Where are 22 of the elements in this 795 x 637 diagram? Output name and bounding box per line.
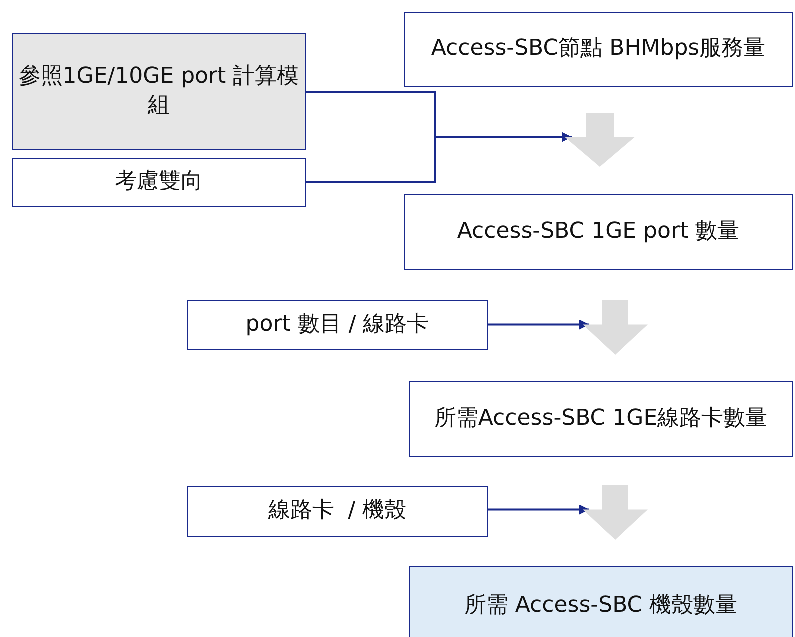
process-box <box>187 486 488 537</box>
process-box <box>404 12 793 87</box>
process-box <box>12 33 306 150</box>
box-text: 考慮雙向 <box>115 168 203 196</box>
box-text: port 數目 / 線路卡 <box>246 310 430 339</box>
connector-arrow <box>488 504 590 515</box>
down-arrow-shape <box>583 485 648 540</box>
box-text: 參照1GE/10GE port 計算模組 <box>18 62 300 120</box>
box-text: 線路卡 / 機殼 <box>268 497 407 526</box>
box-text: Access-SBC 1GE port 數量 <box>457 218 740 246</box>
connector-arrow <box>488 320 590 330</box>
box-text: Access-SBC節點 BHMbps服務量 <box>431 35 766 64</box>
process-box <box>409 566 793 637</box>
connector-arrow <box>306 132 572 184</box>
down-arrow-shape <box>565 113 635 167</box>
process-box <box>187 300 488 350</box>
box-text: 所需Access-SBC 1GE線路卡數量 <box>434 404 768 433</box>
down-arrow-shape <box>583 300 648 355</box>
box-text: 所需 Access-SBC 機殼數量 <box>464 592 738 620</box>
process-box <box>12 158 306 207</box>
process-box <box>404 194 793 270</box>
process-box <box>409 381 793 457</box>
